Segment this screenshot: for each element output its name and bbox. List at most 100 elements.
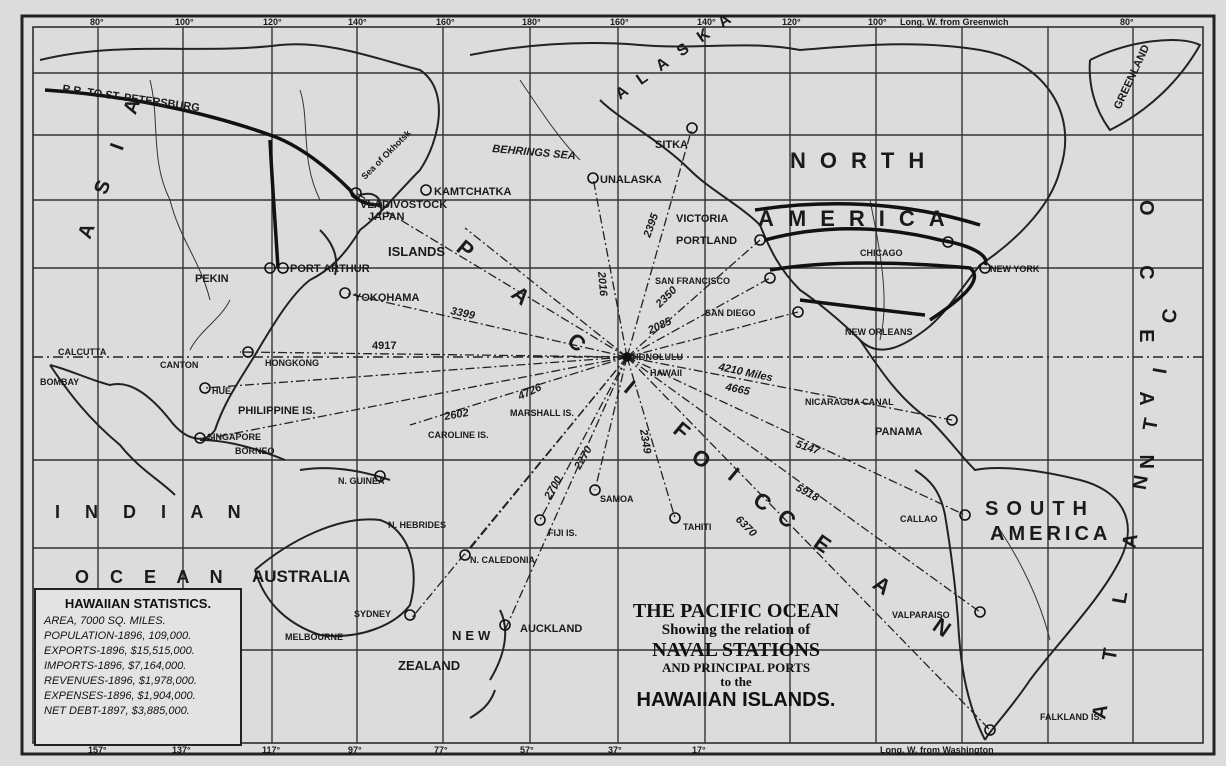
svg-text:3399: 3399 <box>449 305 476 322</box>
svg-text:FIJI IS.: FIJI IS. <box>548 528 577 538</box>
svg-text:SYDNEY: SYDNEY <box>354 609 391 619</box>
svg-text:BORNEO: BORNEO <box>235 446 275 456</box>
stats-row-revenues: REVENUES-1896, $1,978,000. <box>44 675 197 687</box>
svg-text:160°: 160° <box>436 17 455 27</box>
svg-text:17°: 17° <box>692 745 706 755</box>
svg-text:SITKA: SITKA <box>655 139 688 151</box>
hawaiian-statistics-box: HAWAIIAN STATISTICS. AREA, 7000 SQ. MILE… <box>34 588 242 746</box>
stats-row-population: POPULATION-1896, 109,000. <box>44 630 192 642</box>
svg-text:AUCKLAND: AUCKLAND <box>520 623 582 635</box>
svg-text:AMERICA: AMERICA <box>758 206 959 231</box>
svg-text:MARSHALL IS.: MARSHALL IS. <box>510 408 574 418</box>
svg-text:HUE: HUE <box>212 386 231 396</box>
map-subtitle-3: AND PRINCIPAL PORTS <box>661 659 811 675</box>
svg-text:NICARAGUA CANAL: NICARAGUA CANAL <box>805 397 894 407</box>
map-subtitle-2: NAVAL STATIONS <box>651 638 821 661</box>
svg-text:180°: 180° <box>522 17 541 27</box>
svg-text:AUSTRALIA: AUSTRALIA <box>252 567 350 586</box>
svg-text:SAMOA: SAMOA <box>600 494 634 504</box>
svg-text:VLADIVOSTOCK: VLADIVOSTOCK <box>360 199 447 211</box>
svg-text:Long. W. from Greenwich: Long. W. from Greenwich <box>900 17 1009 27</box>
svg-text:ZEALAND: ZEALAND <box>398 658 460 673</box>
svg-text:HONGKONG: HONGKONG <box>265 358 319 368</box>
svg-text:80°: 80° <box>1120 17 1134 27</box>
route-lines <box>199 127 991 731</box>
stats-row-exports: EXPORTS-1896, $15,515,000. <box>44 645 195 657</box>
stats-row-imports: IMPORTS-1896, $7,164,000. <box>44 660 187 672</box>
svg-text:GREENLAND: GREENLAND <box>1112 43 1152 111</box>
svg-text:4917: 4917 <box>372 340 396 352</box>
svg-text:57°: 57° <box>520 745 534 755</box>
bottom-scale: 157° 137° 117° 97° 77° 57° 37° 17° Long.… <box>88 745 994 755</box>
svg-text:CALLAO: CALLAO <box>900 514 938 524</box>
port-markers <box>194 122 996 736</box>
svg-text:A S I A: A S I A <box>74 83 150 242</box>
map-subtitle-1: Showing the relation of <box>661 622 811 638</box>
svg-text:2270: 2270 <box>572 444 596 473</box>
map-title-block: THE PACIFIC OCEAN Showing the relation o… <box>600 600 872 711</box>
svg-text:FALKLAND IS.: FALKLAND IS. <box>1040 712 1102 722</box>
svg-text:N. GUINEA: N. GUINEA <box>338 476 385 486</box>
svg-text:O C E A N: O C E A N <box>1135 200 1157 491</box>
stats-row-expenses: EXPENSES-1896, $1,904,000. <box>44 690 196 702</box>
stats-heading: HAWAIIAN STATISTICS. <box>64 596 212 611</box>
svg-text:120°: 120° <box>782 17 801 27</box>
svg-text:2602: 2602 <box>442 407 469 423</box>
svg-text:CAROLINE IS.: CAROLINE IS. <box>428 430 489 440</box>
svg-text:SINGAPORE: SINGAPORE <box>207 432 261 442</box>
map-subtitle-5: HAWAIIAN ISLANDS. <box>636 689 836 712</box>
svg-text:117°: 117° <box>262 745 281 755</box>
svg-text:NEW: NEW <box>452 628 494 643</box>
svg-text:NORTH: NORTH <box>790 148 938 173</box>
svg-text:PHILIPPINE IS.: PHILIPPINE IS. <box>238 405 316 417</box>
svg-text:97°: 97° <box>348 745 362 755</box>
svg-text:NEW YORK: NEW YORK <box>990 264 1040 274</box>
svg-text:2016: 2016 <box>595 270 609 297</box>
svg-text:140°: 140° <box>348 17 367 27</box>
svg-text:AMERICA: AMERICA <box>990 523 1111 545</box>
svg-text:N. HEBRIDES: N. HEBRIDES <box>388 520 446 530</box>
svg-text:NEW ORLEANS: NEW ORLEANS <box>845 327 913 337</box>
svg-text:ALASKA: ALASKA <box>613 3 746 103</box>
svg-text:140°: 140° <box>697 17 716 27</box>
svg-text:2349: 2349 <box>637 427 653 455</box>
map-border <box>20 14 1216 756</box>
svg-text:PEKIN: PEKIN <box>195 273 229 285</box>
svg-text:VICTORIA: VICTORIA <box>676 213 728 225</box>
svg-text:SAN FRANCISCO: SAN FRANCISCO <box>655 276 730 286</box>
stats-row-area: AREA, 7000 SQ. MILES. <box>44 615 166 627</box>
svg-text:137°: 137° <box>172 745 191 755</box>
map-subtitle-4: to the <box>720 673 752 689</box>
stats-row-net-debt: NET DEBT-1897, $3,885,000. <box>44 705 190 717</box>
svg-text:SAN DIEGO: SAN DIEGO <box>705 308 756 318</box>
svg-text:160°: 160° <box>610 17 629 27</box>
svg-text:5147: 5147 <box>794 438 822 457</box>
svg-text:120°: 120° <box>263 17 282 27</box>
svg-text:2700: 2700 <box>542 474 566 503</box>
svg-text:TAHITI: TAHITI <box>683 522 711 532</box>
svg-text:BOMBAY: BOMBAY <box>40 377 79 387</box>
coastlines <box>39 39 1202 741</box>
svg-text:SOUTH: SOUTH <box>985 498 1095 520</box>
svg-text:PORT ARTHUR: PORT ARTHUR <box>290 263 370 275</box>
svg-text:MELBOURNE: MELBOURNE <box>285 632 343 642</box>
svg-text:100°: 100° <box>868 17 887 27</box>
svg-text:CHICAGO: CHICAGO <box>860 248 903 258</box>
rivers <box>149 79 1051 641</box>
svg-text:5918: 5918 <box>794 482 822 504</box>
svg-text:4210 Miles: 4210 Miles <box>716 361 773 384</box>
svg-text:77°: 77° <box>434 745 448 755</box>
svg-text:PORTLAND: PORTLAND <box>676 235 737 247</box>
svg-text:PANAMA: PANAMA <box>875 426 923 438</box>
svg-text:80°: 80° <box>90 17 104 27</box>
svg-text:6370: 6370 <box>733 514 759 540</box>
svg-text:100°: 100° <box>175 17 194 27</box>
svg-text:4665: 4665 <box>723 381 751 398</box>
svg-text:HAWAII: HAWAII <box>650 368 682 378</box>
svg-text:157°: 157° <box>88 745 107 755</box>
svg-text:2350: 2350 <box>653 284 680 311</box>
top-scale: 80° 100° 120° 140° 160° 180° 160° 140° 1… <box>90 17 1134 27</box>
svg-text:O C E A N: O C E A N <box>75 567 231 587</box>
